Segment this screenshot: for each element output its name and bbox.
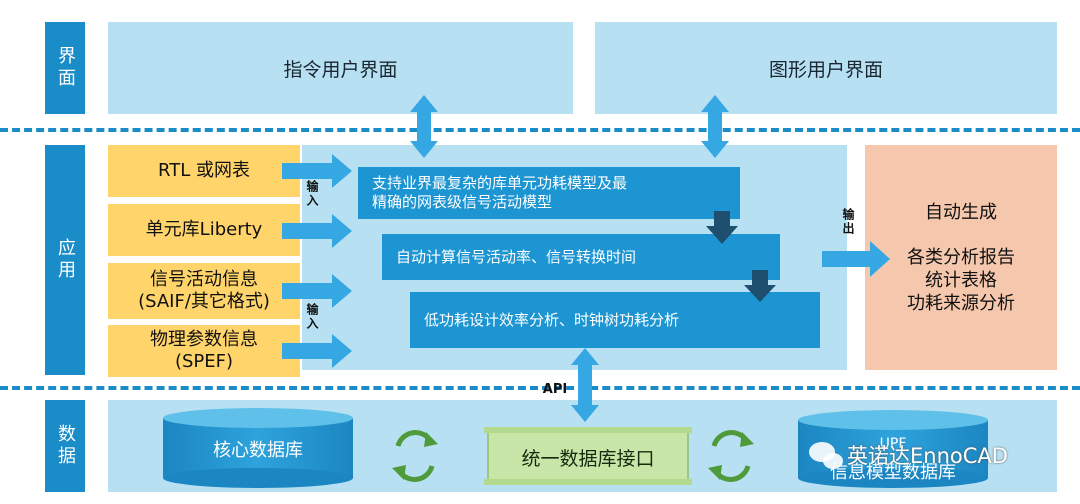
output-box: 自动生成 各类分析报告 统计表格 功耗来源分析 xyxy=(865,145,1057,370)
input-saif-label: 信号活动信息 (SAIF/其它格式) xyxy=(138,269,270,312)
function-low-power: 低功耗设计效率分析、时钟树功耗分析 xyxy=(410,292,820,348)
core-db-label: 核心数据库 xyxy=(213,440,303,461)
double-arrow-icon xyxy=(410,95,438,158)
function-signal-activity: 自动计算信号活动率、信号转换时间 xyxy=(382,234,780,280)
input-label-top: 输入 xyxy=(305,180,319,208)
arrow-down-icon xyxy=(706,211,738,244)
input-liberty-label: 单元库Liberty xyxy=(145,219,263,241)
arrow-right-icon xyxy=(282,334,352,368)
function-signal-activity-label: 自动计算信号活动率、信号转换时间 xyxy=(396,247,637,266)
input-spef-label: 物理参数信息 (SPEF) xyxy=(150,329,258,372)
input-arrows xyxy=(282,154,352,368)
output-item: 统计表格 xyxy=(925,270,997,292)
watermark: 英诺达EnnoCAD xyxy=(847,444,1008,468)
layer-tag-interface-label: 界面 xyxy=(55,46,76,90)
unified-api-label: 统一数据库接口 xyxy=(521,448,655,470)
arrow-right-icon xyxy=(822,241,890,277)
gui-label: 图形用户界面 xyxy=(768,58,883,81)
core-db-cylinder xyxy=(163,408,353,488)
sync-icon-heads xyxy=(392,432,438,480)
upf-db-label-bottom: 信息模型数据库 xyxy=(830,462,956,483)
input-liberty: 单元库Liberty xyxy=(108,204,300,256)
separator-top xyxy=(0,128,1080,132)
arrow-down-icon xyxy=(744,270,776,302)
double-arrow-icon xyxy=(571,348,599,422)
cli-label: 指令用户界面 xyxy=(283,58,398,81)
gui-box: 图形用户界面 xyxy=(595,22,1057,114)
input-label-bottom: 输入 xyxy=(305,303,319,331)
double-arrow-icon xyxy=(701,95,729,158)
unified-api-scroll xyxy=(484,427,692,485)
layer-tag-interface: 界面 xyxy=(45,22,85,114)
function-low-power-label: 低功耗设计效率分析、时钟树功耗分析 xyxy=(424,310,680,329)
function-models-label: 支持业界最复杂的库单元功耗模型及最 精确的网表级信号活动模型 xyxy=(372,174,628,211)
input-rtl-label: RTL 或网表 xyxy=(158,160,250,182)
output-label: 输出 xyxy=(841,208,855,236)
sync-icon-heads xyxy=(708,432,754,480)
arrow-right-icon xyxy=(282,154,352,188)
layer-tag-application-label: 应用 xyxy=(55,238,76,282)
output-item: 各类分析报告 xyxy=(907,247,1015,268)
wechat-icon xyxy=(809,442,843,469)
interface-arrows xyxy=(410,95,729,422)
layer-tag-data: 数据 xyxy=(45,400,85,492)
api-label: API xyxy=(542,382,568,397)
flow-down-arrows xyxy=(706,211,776,302)
output-item: 功耗来源分析 xyxy=(907,293,1015,315)
arrow-right-icon xyxy=(282,274,352,308)
layer-tag-data-label: 数据 xyxy=(55,424,76,468)
cli-box: 指令用户界面 xyxy=(108,22,573,114)
arrow-right-icon xyxy=(282,214,352,248)
input-saif: 信号活动信息 (SAIF/其它格式) xyxy=(108,263,300,319)
input-rtl: RTL 或网表 xyxy=(108,145,300,197)
function-models: 支持业界最复杂的库单元功耗模型及最 精确的网表级信号活动模型 xyxy=(358,167,740,219)
output-title: 自动生成 xyxy=(925,202,997,223)
layer-tag-application: 应用 xyxy=(45,145,85,375)
input-spef: 物理参数信息 (SPEF) xyxy=(108,325,300,377)
separator-bottom xyxy=(0,386,1080,390)
output-list: 各类分析报告 统计表格 功耗来源分析 xyxy=(865,246,1057,315)
upf-db-label-top: UPF xyxy=(879,436,907,452)
